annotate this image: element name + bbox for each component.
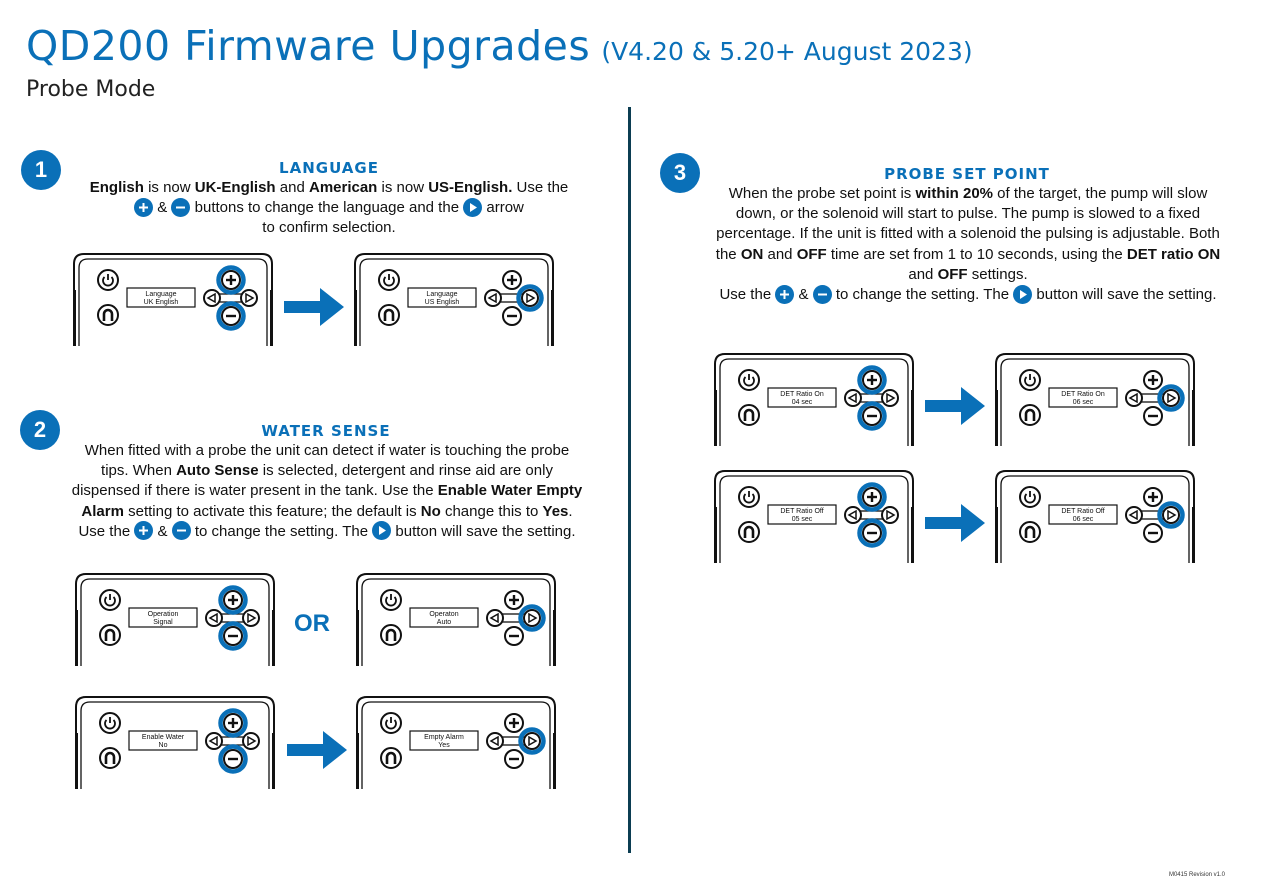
svg-text:UK English: UK English xyxy=(144,299,179,306)
language-text: English is now UK-English and American i… xyxy=(89,179,569,237)
svg-text:Yes: Yes xyxy=(438,742,450,749)
right-arrow-button-icon xyxy=(463,197,483,217)
language-heading: LANGUAGE xyxy=(279,159,379,177)
svg-text:04 sec: 04 sec xyxy=(792,399,813,406)
page-subtitle: Probe Mode xyxy=(26,77,156,102)
right-arrow-button-icon xyxy=(372,521,392,541)
minus-button-icon xyxy=(171,197,191,217)
svg-text:Auto: Auto xyxy=(437,619,452,626)
svg-text:Language: Language xyxy=(426,291,457,298)
svg-text:Enable Water: Enable Water xyxy=(142,734,185,741)
title-version: (V4.20 & 5.20+ August 2023) xyxy=(601,37,973,66)
svg-text:No: No xyxy=(159,742,168,749)
svg-text:DET Ratio Off: DET Ratio Off xyxy=(1061,508,1104,515)
svg-text:DET Ratio On: DET Ratio On xyxy=(780,391,824,398)
page-title: QD200 Firmware Upgrades (V4.20 & 5.20+ A… xyxy=(26,22,973,70)
probe-set-point-heading: PROBE SET POINT xyxy=(884,165,1050,183)
svg-text:06 sec: 06 sec xyxy=(1073,399,1094,406)
step-1-badge: 1 xyxy=(21,150,61,190)
title-main: QD200 Firmware Upgrades xyxy=(26,22,591,70)
svg-text:06 sec: 06 sec xyxy=(1073,516,1094,523)
plus-button-icon xyxy=(134,521,154,541)
step-2-badge: 2 xyxy=(20,410,60,450)
svg-text:Language: Language xyxy=(145,291,176,298)
svg-text:Signal: Signal xyxy=(153,619,173,626)
revision-footer: M0415 Revision v1.0 xyxy=(1168,872,1225,878)
flow-arrow-icon xyxy=(287,731,347,774)
water-sense-text: When fitted with a probe the unit can de… xyxy=(71,442,583,541)
flow-arrow-icon xyxy=(925,387,985,430)
svg-text:DET Ratio On: DET Ratio On xyxy=(1061,391,1105,398)
or-label: OR xyxy=(294,610,330,637)
water-sense-heading: WATER SENSE xyxy=(261,422,391,440)
step-3-badge: 3 xyxy=(660,153,700,193)
column-divider xyxy=(628,107,631,853)
svg-text:DET Ratio Off: DET Ratio Off xyxy=(780,508,823,515)
flow-arrow-icon xyxy=(925,504,985,547)
svg-text:Operaton: Operaton xyxy=(429,611,458,618)
minus-button-icon xyxy=(171,521,191,541)
svg-text:05 sec: 05 sec xyxy=(792,516,813,523)
probe-set-point-text: When the probe set point is within 20% o… xyxy=(715,185,1221,304)
right-arrow-button-icon xyxy=(1013,284,1033,304)
svg-text:Operation: Operation xyxy=(148,611,179,618)
svg-text:Empty Alarm: Empty Alarm xyxy=(424,734,464,741)
svg-text:US English: US English xyxy=(425,299,460,306)
plus-button-icon xyxy=(775,284,795,304)
minus-button-icon xyxy=(812,284,832,304)
flow-arrow-icon xyxy=(284,288,344,331)
plus-button-icon xyxy=(134,197,154,217)
